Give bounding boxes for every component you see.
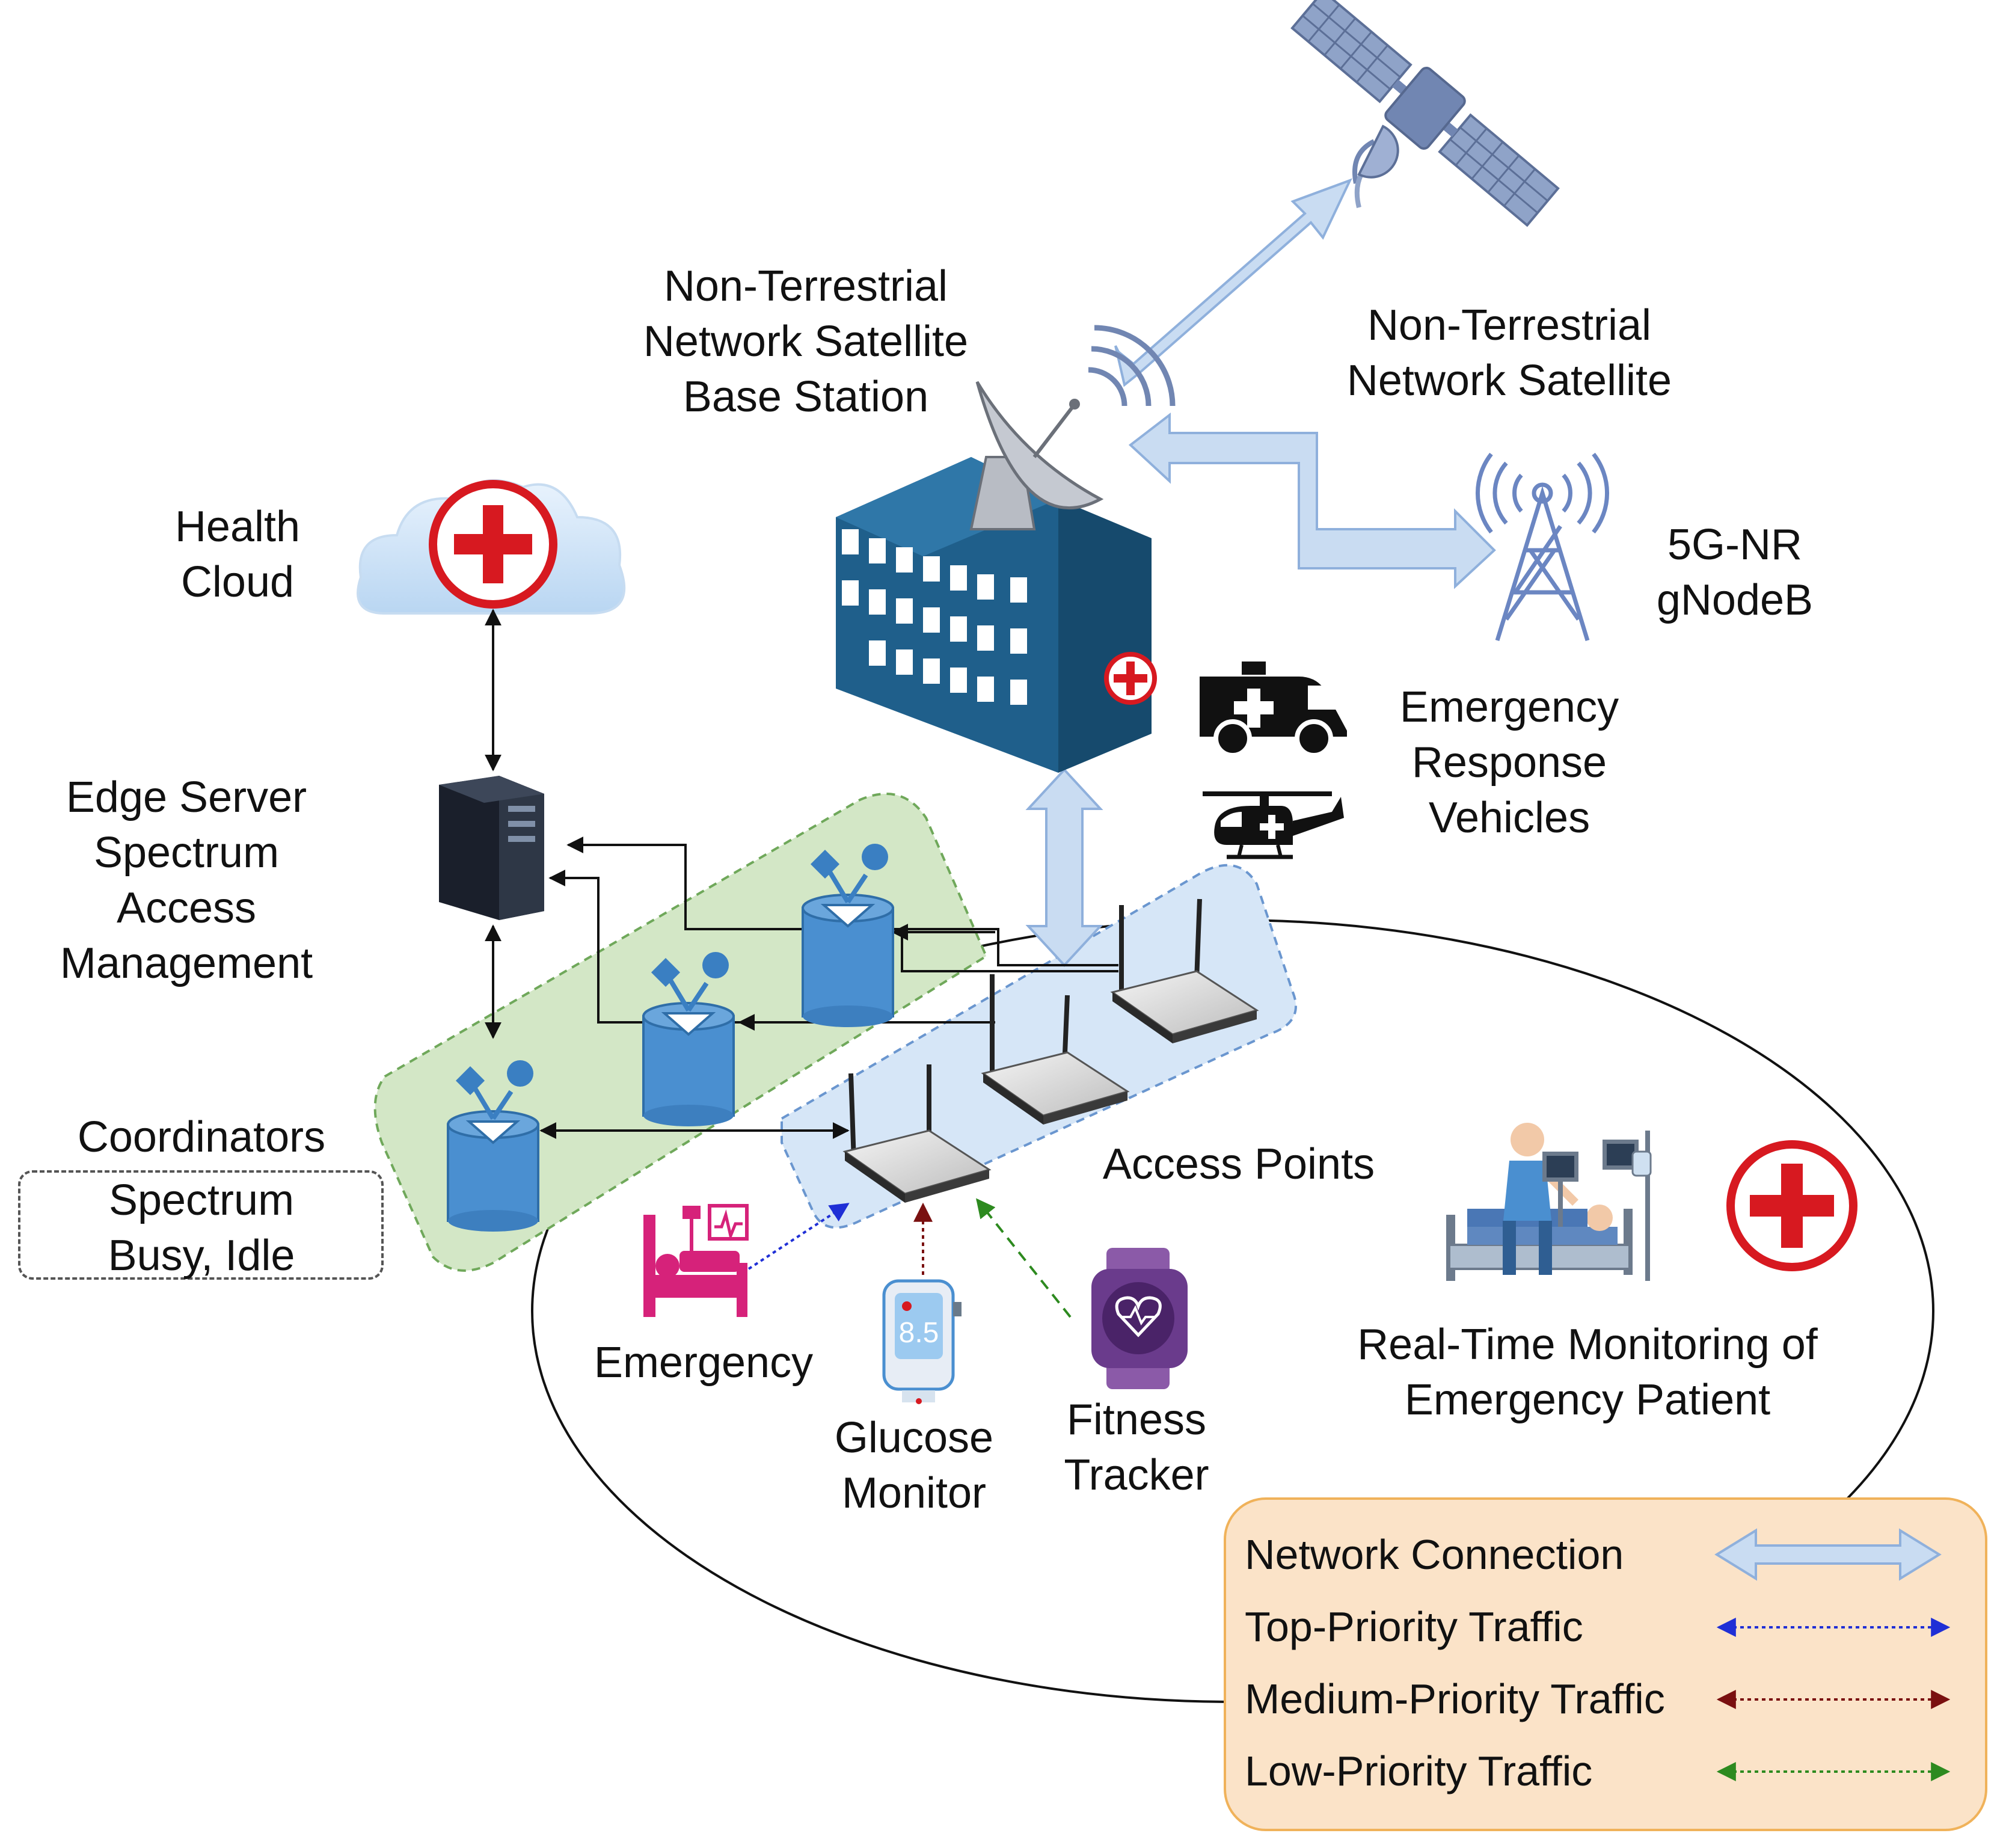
label-satellite: Non-Terrestrial Network Satellite <box>1305 298 1714 408</box>
label-line: Real-Time Monitoring of <box>1357 1321 1818 1369</box>
fitness-tracker-icon <box>1091 1248 1188 1389</box>
router-icon <box>981 974 1130 1125</box>
label-line: Non-Terrestrial <box>663 262 948 310</box>
label-line: Network Satellite <box>1346 357 1672 405</box>
cell-tower-icon <box>1476 452 1609 642</box>
label-real-time-monitoring: Real-Time Monitoring of Emergency Patien… <box>1317 1317 1858 1428</box>
spectrum-status-box <box>18 1170 384 1280</box>
hospital-bed-icon <box>643 1204 749 1317</box>
coordinator-icon <box>642 952 735 1126</box>
label-line: Emergency Patient <box>1404 1376 1771 1424</box>
label-fitness-tracker: Fitness Tracker <box>1016 1392 1257 1503</box>
label-emergency-vehicles: Emergency Response Vehicles <box>1353 680 1666 846</box>
satellite-icon <box>1290 0 1560 227</box>
label-emergency: Emergency <box>594 1339 814 1387</box>
cloud-medical-icon <box>357 479 626 615</box>
satellite-dish-icon <box>969 325 1176 530</box>
router-icon <box>842 1064 992 1203</box>
label-line: Response <box>1411 738 1607 787</box>
label-access-points: Access Points <box>1102 1140 1375 1188</box>
legend-item-top-priority: Top-Priority Traffic <box>1245 1603 1583 1650</box>
label-glucose-monitor: Glucose Monitor <box>782 1410 1046 1521</box>
medical-cross-icon <box>1726 1140 1857 1271</box>
low-priority-link <box>976 1198 1072 1318</box>
label-coordinators: Coordinators <box>77 1113 326 1161</box>
label-spectrum-status: Spectrum Busy, Idle <box>24 1173 379 1283</box>
label-line: Spectrum <box>93 829 280 877</box>
icu-patient-icon <box>1446 1123 1652 1281</box>
router-icon <box>1110 898 1259 1043</box>
label-satellite-base-station: Non-Terrestrial Network Satellite Base S… <box>601 259 1010 425</box>
label-line: gNodeB <box>1656 576 1814 624</box>
label-line: Spectrum <box>108 1176 295 1224</box>
server-tower-icon <box>439 776 544 920</box>
label-line: Busy, Idle <box>108 1232 295 1280</box>
coordinator-icon <box>802 844 894 1027</box>
label-health-cloud: Health Cloud <box>126 499 349 610</box>
label-edge-server: Edge Server Spectrum Access Management <box>18 770 355 991</box>
ambulance-icon <box>1200 662 1347 758</box>
label-line: Monitor <box>841 1469 987 1517</box>
coordinator-icon <box>447 1060 539 1232</box>
label-line: Fitness <box>1066 1396 1207 1444</box>
label-line: Vehicles <box>1428 794 1590 842</box>
label-line: Edge Server <box>66 773 307 821</box>
helicopter-icon <box>1203 791 1344 859</box>
label-line: Emergency <box>1399 683 1619 731</box>
label-line: Cloud <box>180 558 295 606</box>
label-line: Non-Terrestrial <box>1367 301 1652 349</box>
label-line: Management <box>60 939 313 987</box>
network-link-building-ap <box>1025 768 1103 967</box>
top-priority-link <box>747 1203 850 1270</box>
label-line: Health <box>174 503 301 551</box>
label-gnodeb: 5G-NR gNodeB <box>1624 517 1846 628</box>
label-line: Network Satellite <box>643 318 969 366</box>
legend-item-network: Network Connection <box>1245 1531 1624 1578</box>
network-link-gnodeb <box>1128 412 1496 589</box>
label-line: Access <box>116 884 257 932</box>
glucose-monitor-icon <box>882 1279 962 1404</box>
label-line: Glucose <box>834 1414 994 1462</box>
label-line: Tracker <box>1064 1451 1209 1499</box>
glucose-reading: 8.5 <box>899 1317 939 1349</box>
legend-item-low-priority: Low-Priority Traffic <box>1245 1748 1593 1794</box>
label-line: Base Station <box>682 373 929 421</box>
legend-item-medium-priority: Medium-Priority Traffic <box>1245 1675 1665 1722</box>
label-line: 5G-NR <box>1667 521 1802 569</box>
